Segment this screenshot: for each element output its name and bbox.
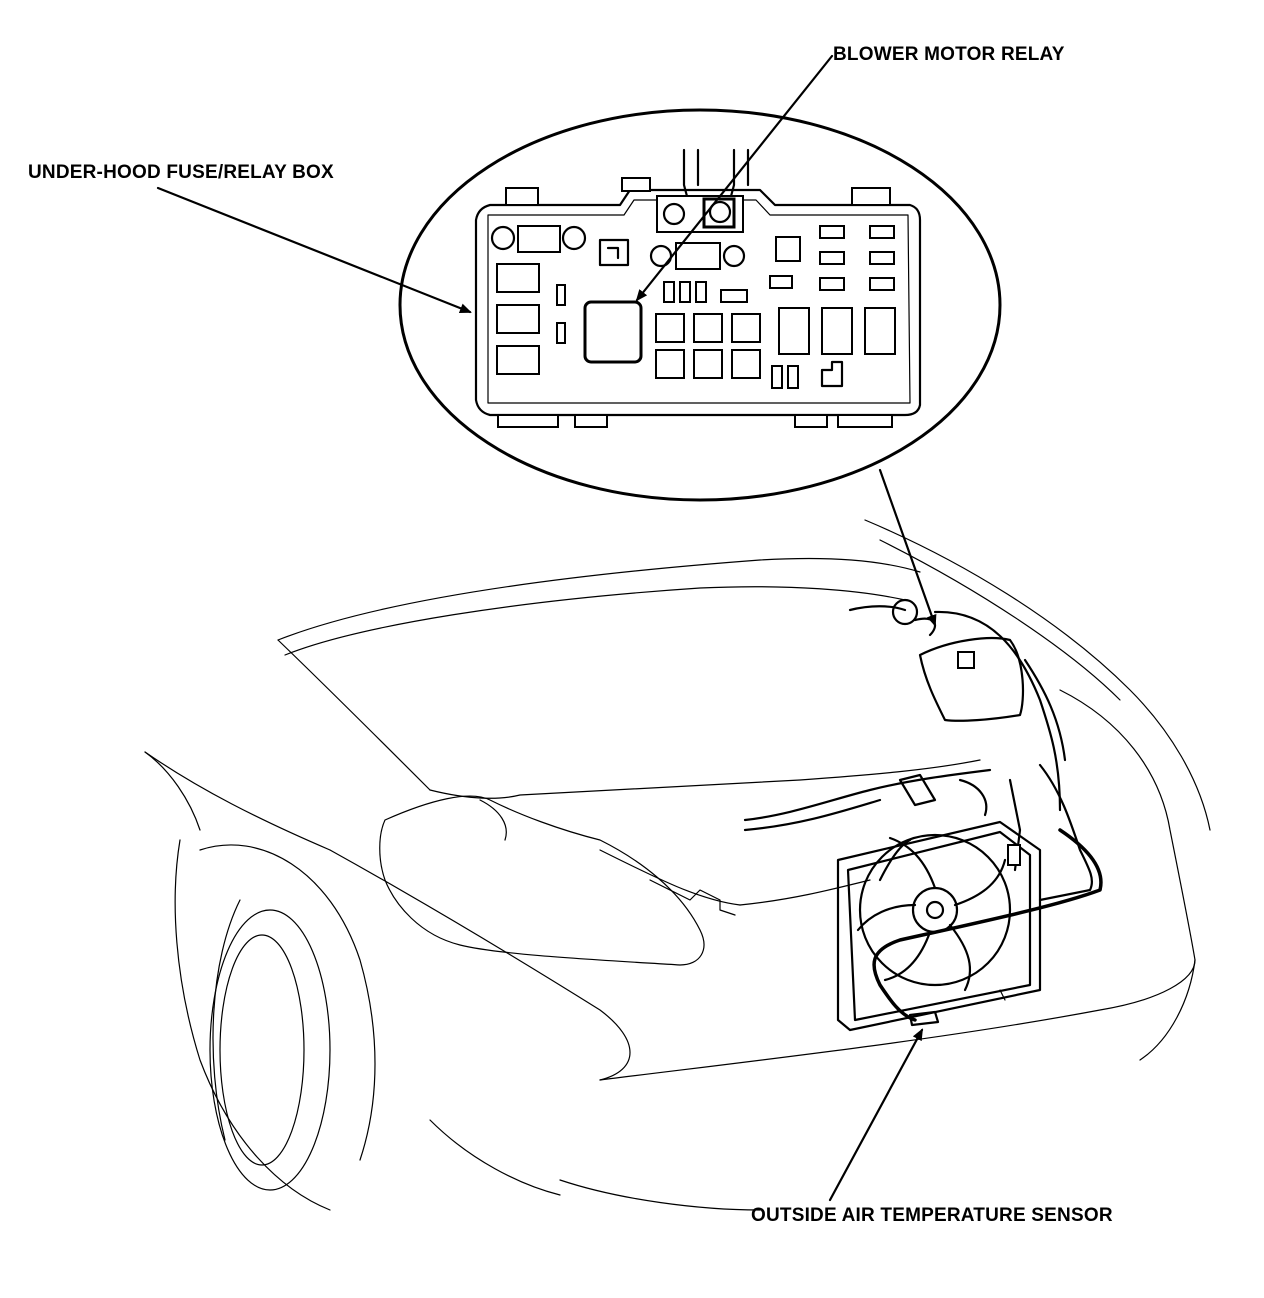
blower-motor-relay-block	[583, 300, 643, 364]
outside-air-temperature-sensor-label: OUTSIDE AIR TEMPERATURE SENSOR	[751, 1205, 1113, 1226]
blower-relay-leader	[635, 54, 834, 302]
car-outline	[144, 519, 1211, 1211]
sensor-leader	[828, 1028, 924, 1202]
fusebox-leader	[156, 186, 472, 314]
blower-motor-relay-label: BLOWER MOTOR RELAY	[833, 44, 1065, 65]
leader-lines	[156, 54, 924, 1202]
engine-bay	[743, 598, 1103, 1032]
under-hood-fuse-relay-box-label: UNDER-HOOD FUSE/RELAY BOX	[28, 162, 334, 183]
fuse-box-inset	[398, 108, 1002, 627]
